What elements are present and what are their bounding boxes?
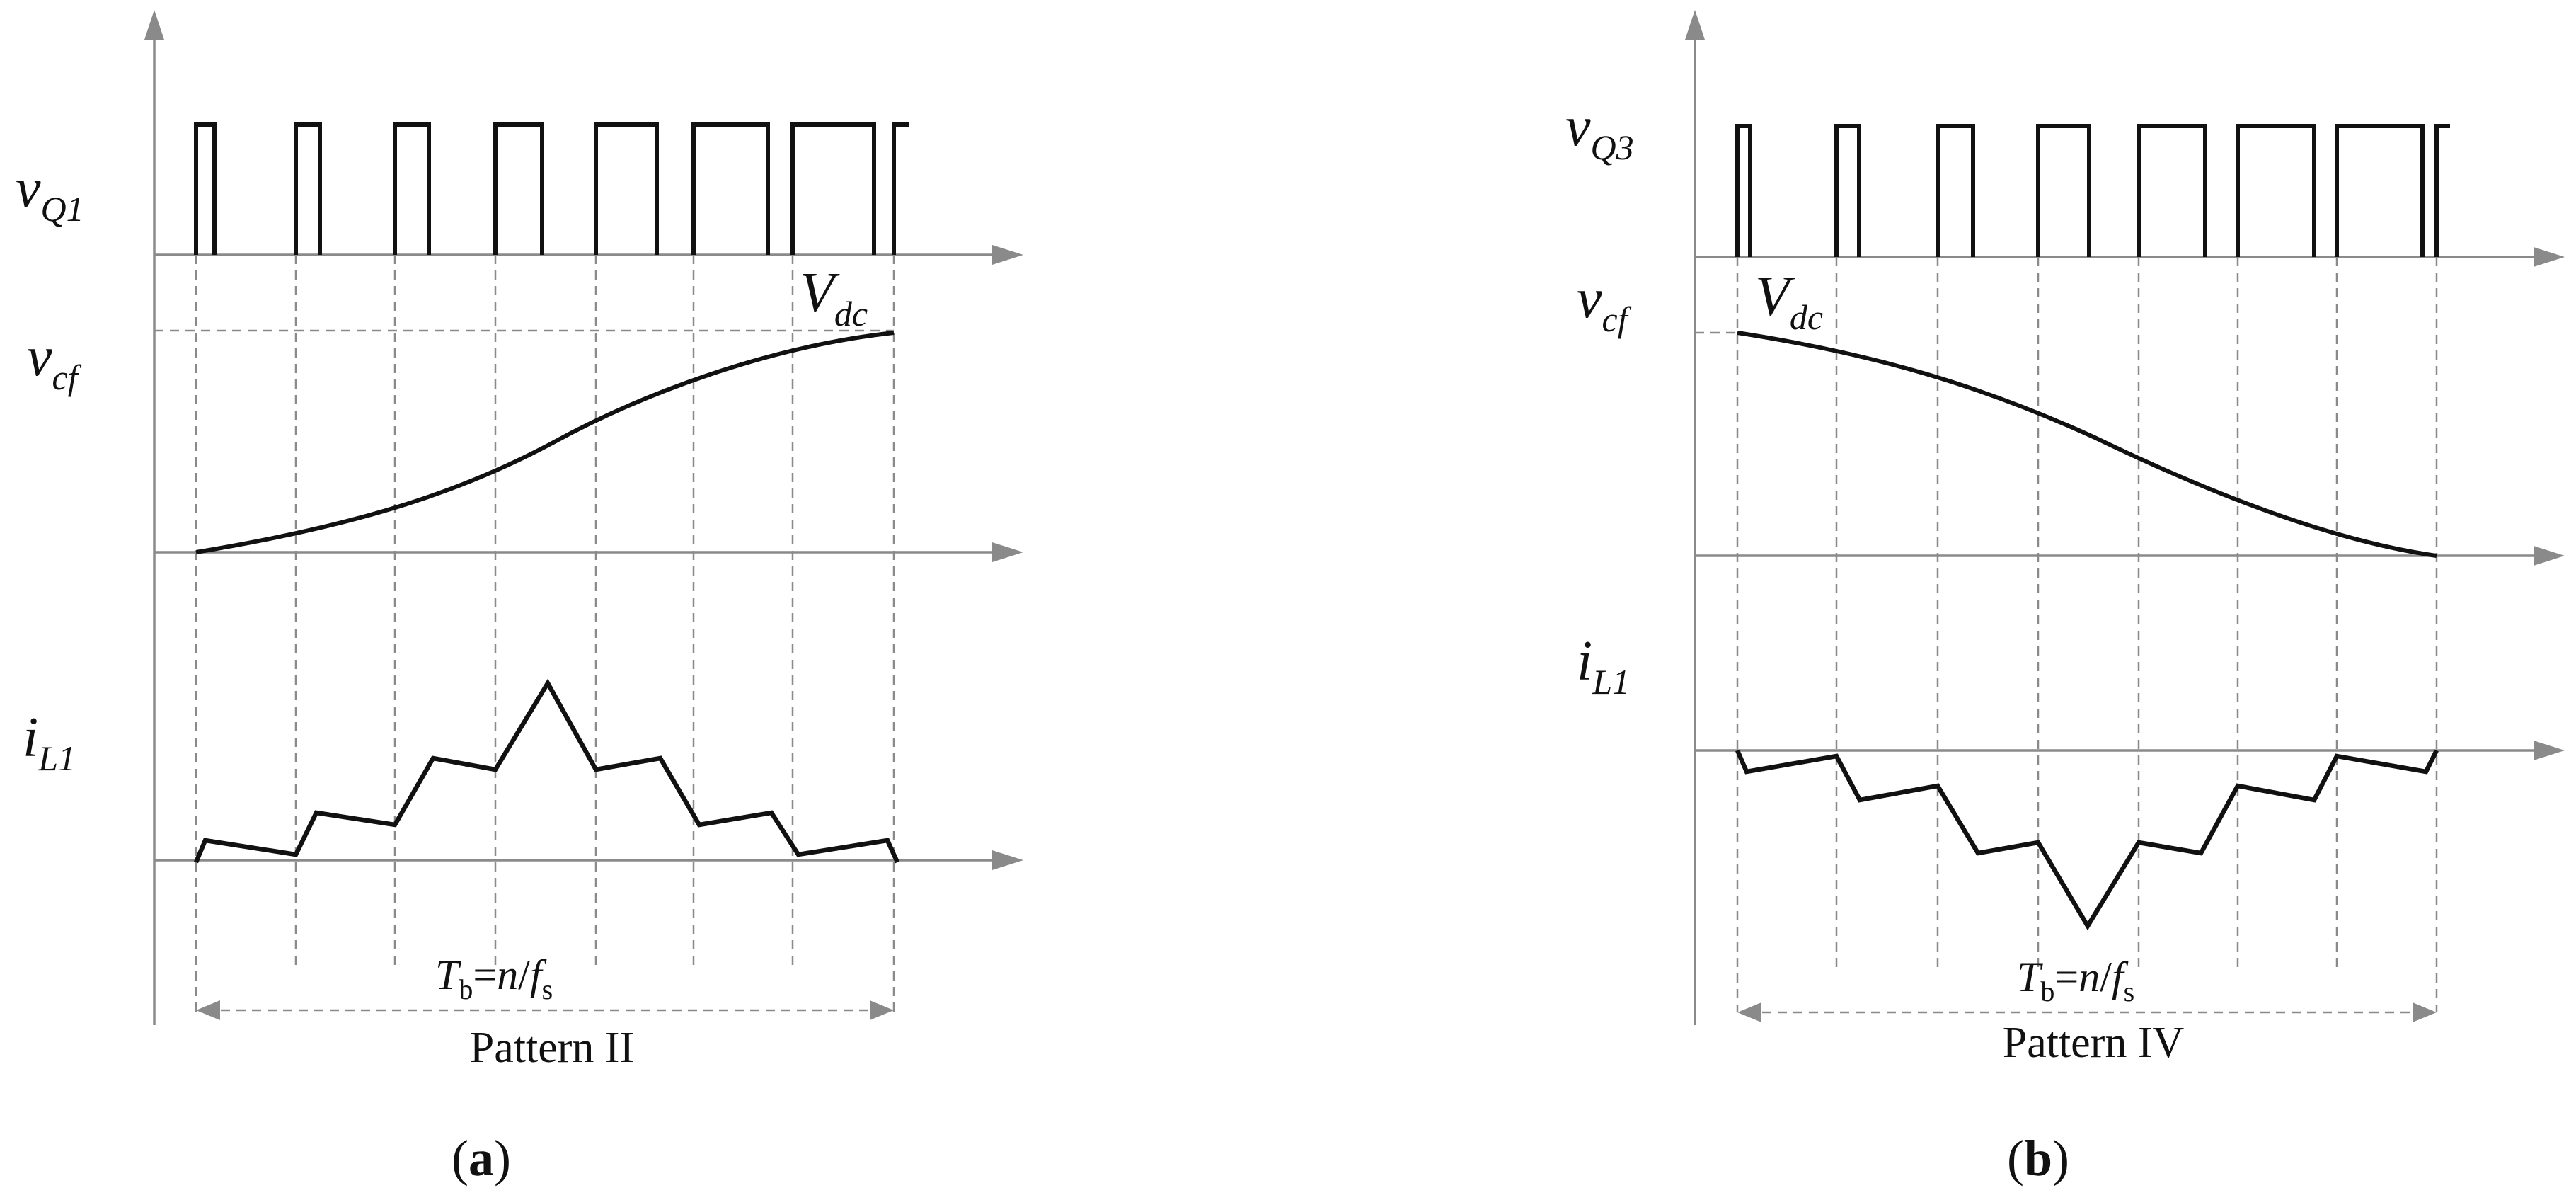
inductor-current-trace-b bbox=[1735, 749, 2439, 931]
switch-signal-label-b: vQ3 bbox=[1565, 96, 1634, 167]
pattern-label-a: Pattern II bbox=[470, 1024, 634, 1072]
panel-caption-a: (a) bbox=[452, 1130, 511, 1187]
pattern-label-b: Pattern IV bbox=[2003, 1019, 2185, 1067]
period-label-a: Tb=n/fs bbox=[435, 952, 553, 1005]
cap-voltage-curve-a bbox=[195, 331, 895, 554]
period-dimension-a bbox=[196, 1000, 894, 1020]
cap-voltage-label-a: vcf bbox=[27, 326, 82, 397]
panel-b: vQ3 vcf iL1 Vdc Tb=n/fs Pattern IV (b) bbox=[1565, 10, 2565, 1187]
inductor-current-label-a: iL1 bbox=[23, 707, 76, 778]
cap-voltage-curve-b bbox=[1737, 331, 2437, 558]
switch-signal-label-a: vQ1 bbox=[16, 157, 84, 229]
switch-pulse-train-b bbox=[1735, 124, 2450, 257]
inductor-current-trace-a bbox=[194, 678, 899, 864]
period-dimension-b bbox=[1737, 1002, 2437, 1022]
vertical-axis-a bbox=[144, 10, 164, 1025]
switch-signal-axis-b bbox=[1695, 247, 2565, 267]
period-guides-a bbox=[195, 255, 895, 1012]
dc-level-label-a: Vdc bbox=[800, 262, 868, 333]
cap-voltage-label-b: vcf bbox=[1577, 268, 1632, 339]
period-guides-b bbox=[1736, 257, 2438, 1012]
switch-pulse-train-a bbox=[194, 122, 909, 255]
inductor-current-axis-a bbox=[154, 850, 1023, 870]
dc-level-label-b: Vdc bbox=[1755, 265, 1823, 337]
panel-a: vQ1 vcf iL1 Vdc Tb=n/fs Pattern II (a) bbox=[16, 10, 1023, 1187]
panel-caption-b: (b) bbox=[2007, 1130, 2069, 1187]
inductor-current-label-b: iL1 bbox=[1577, 630, 1630, 702]
period-label-b: Tb=n/fs bbox=[2017, 954, 2134, 1007]
vertical-axis-b bbox=[1685, 10, 1705, 1025]
inductor-current-axis-b bbox=[1695, 741, 2565, 760]
